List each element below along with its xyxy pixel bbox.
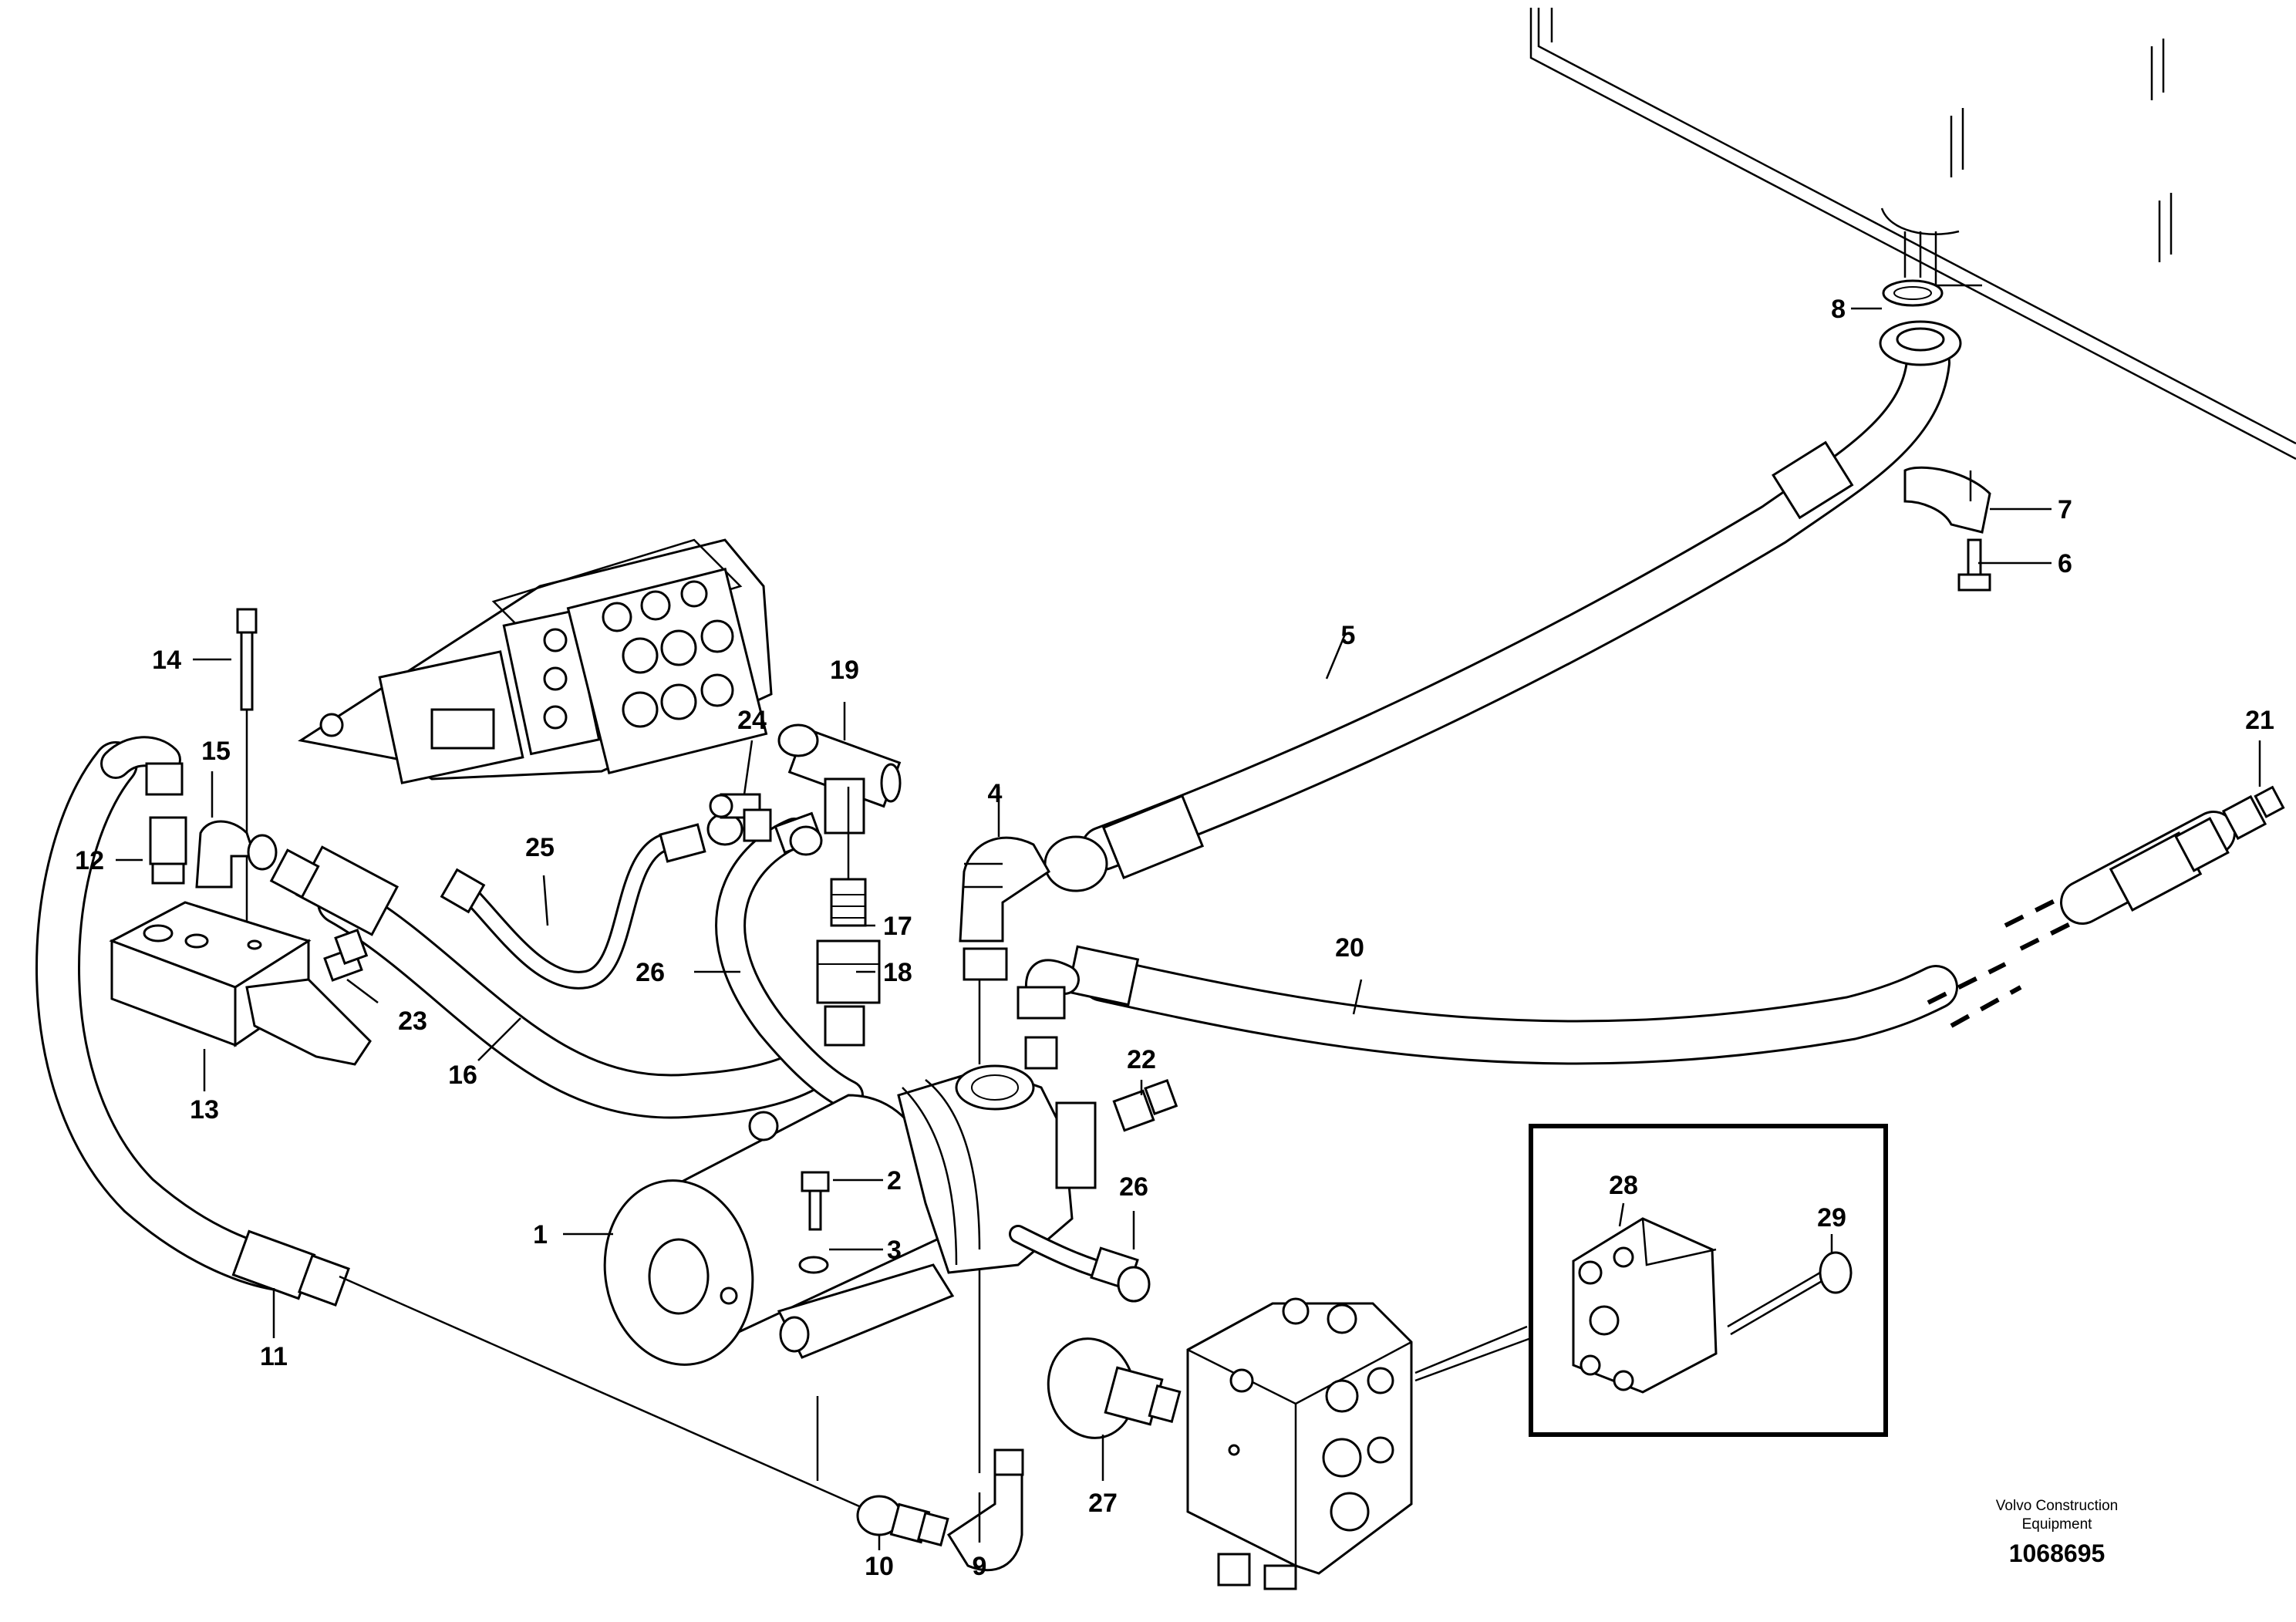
test-nipple	[323, 928, 369, 982]
callout-5: 5	[1341, 621, 1356, 650]
tee-fitting	[777, 723, 902, 835]
pressure-hoses	[35, 736, 872, 1513]
cover-flange	[1572, 1217, 1718, 1394]
callout-6: 6	[2058, 549, 2072, 578]
callout-10: 10	[865, 1552, 894, 1581]
return-hose	[1017, 945, 2022, 1070]
callout-28: 28	[1609, 1171, 1638, 1200]
callout-17: 17	[883, 912, 912, 941]
callout-14: 14	[152, 646, 181, 675]
callout-3: 3	[887, 1236, 902, 1265]
adapter-fitting	[856, 1495, 949, 1547]
publisher-credit: Volvo Construction Equipment 1068695	[1996, 1498, 2118, 1567]
straight-adapter	[149, 816, 187, 885]
extension-hose	[2004, 785, 2285, 951]
callout-27: 27	[1088, 1489, 1118, 1518]
callout-2: 2	[887, 1166, 902, 1195]
callout-4: 4	[988, 779, 1003, 808]
callout-9: 9	[973, 1552, 987, 1581]
callout-26-upper: 26	[636, 958, 665, 987]
callout-25: 25	[525, 833, 555, 862]
callout-23: 23	[398, 1007, 427, 1036]
callout-13: 13	[190, 1095, 219, 1125]
callout-22: 22	[1127, 1045, 1156, 1074]
elbow-connector	[946, 1448, 1024, 1572]
tee-fitting-small	[709, 793, 772, 842]
washer	[798, 1256, 829, 1274]
valve-block	[109, 901, 372, 1066]
callout-29: 29	[1817, 1203, 1846, 1233]
callout-21: 21	[2245, 706, 2274, 735]
drain-hose	[715, 811, 864, 1111]
leader-lines	[116, 307, 2261, 1550]
callout-15: 15	[201, 737, 231, 766]
clamp-screw	[1957, 538, 1991, 592]
credit-line-1: Volvo Construction	[1996, 1498, 2118, 1514]
adapter-nipple	[830, 878, 867, 927]
callout-19: 19	[830, 656, 859, 685]
callout-26-lower: 26	[1119, 1172, 1148, 1202]
callout-1: 1	[533, 1220, 548, 1249]
callout-20: 20	[1335, 933, 1364, 963]
short-drain-hose	[1009, 1225, 1151, 1303]
callout-8: 8	[1831, 295, 1846, 324]
steering-valve	[1186, 1297, 1532, 1590]
screw	[801, 1171, 830, 1231]
main-suction-hose	[1043, 320, 1962, 892]
callout-11: 11	[260, 1342, 288, 1371]
callout-18: 18	[883, 958, 912, 987]
callout-12: 12	[75, 846, 104, 875]
machine-frame	[1529, 8, 2296, 460]
electric-motor-pump	[603, 1064, 1097, 1366]
elbow-fitting	[959, 836, 1050, 981]
long-screw	[236, 608, 258, 711]
flange-bolt	[1727, 1251, 1853, 1336]
elbow-adapter	[195, 820, 278, 889]
callout-7: 7	[2058, 495, 2072, 524]
callout-24: 24	[737, 706, 767, 735]
pressure-port-nipple	[1112, 1078, 1178, 1132]
pressure-switch	[1047, 1337, 1182, 1439]
control-valve-block	[298, 538, 773, 784]
callout-labels: 1 2 3 4 5 6 7 8 9 10 11 12 13 14 15 16 1…	[75, 295, 2274, 1581]
union-nut	[816, 939, 881, 1047]
credit-line-2: Equipment	[2022, 1516, 2093, 1533]
hose-clamp	[1903, 466, 1991, 534]
callout-16: 16	[448, 1061, 477, 1090]
pilot-hose	[440, 812, 743, 990]
document-number: 1068695	[2009, 1539, 2106, 1567]
seal-ring	[1882, 231, 1944, 307]
